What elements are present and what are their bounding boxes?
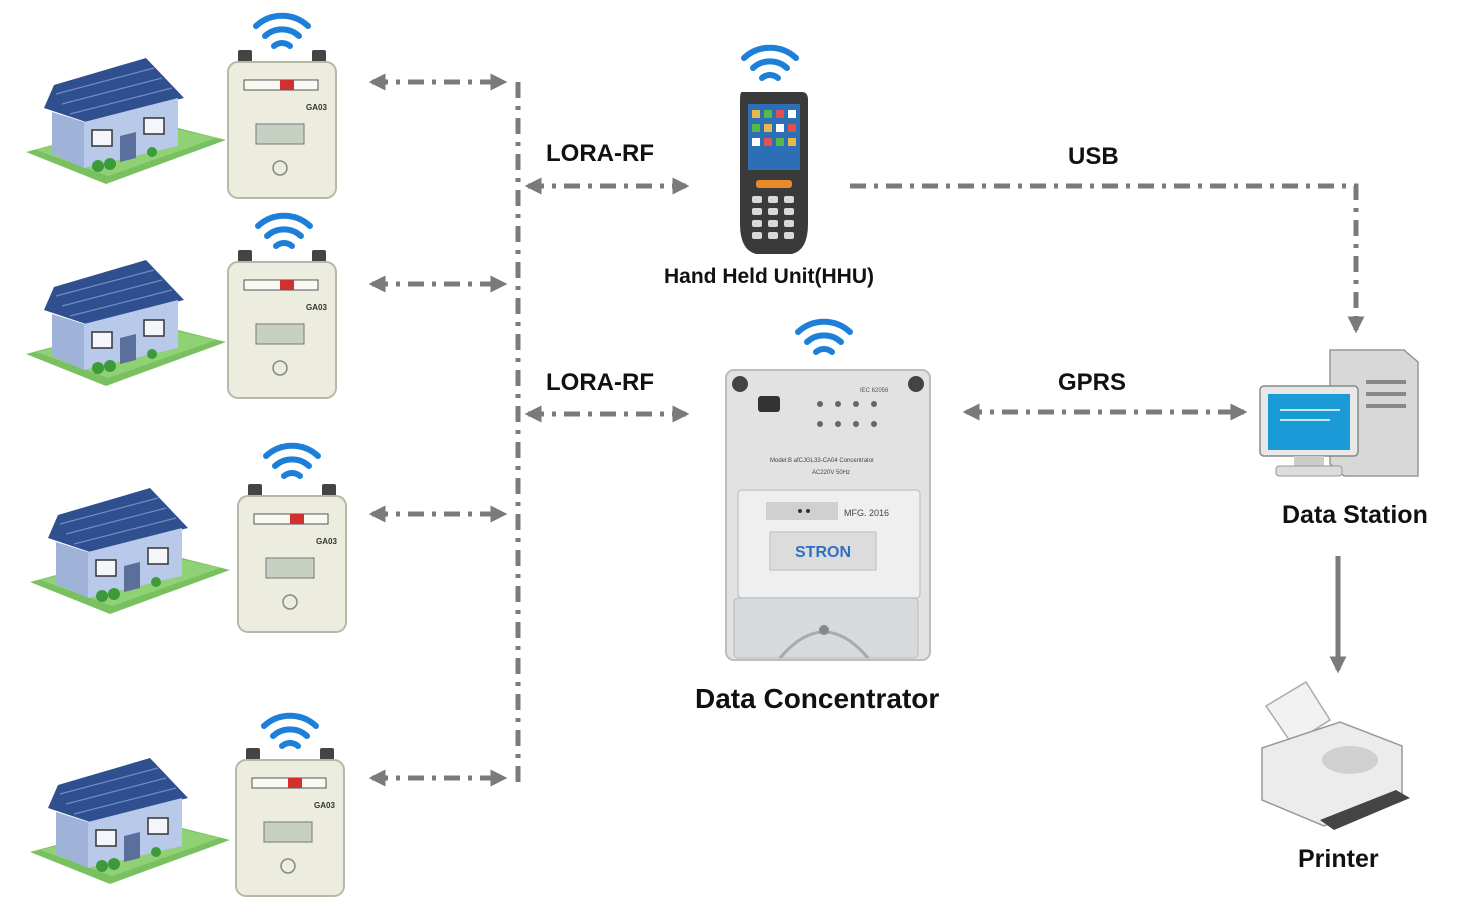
house-icon [25,57,227,185]
gas-meter-icon [227,249,337,399]
gas-meter-icon [227,49,337,199]
data-concentrator-icon: IEC 62056 Model:B afCJGL33-CA04 Concentr… [725,369,931,661]
wifi-icon [256,16,308,46]
wifi-icon [798,322,850,352]
printer-icon [1261,680,1410,830]
concentrator-std-text: IEC 62056 [860,388,889,394]
gprs-label: GPRS [1058,369,1127,396]
house-icon [25,259,227,387]
house-icon [29,487,231,615]
concentrator-model-text: Model:B afCJGL33-CA04 Concentrator [770,458,874,464]
data-concentrator-label: Data Concentrator [695,683,940,714]
usb-link [850,183,1365,334]
printer-label: Printer [1298,845,1379,873]
wifi-icon [744,48,796,78]
hhu-label: Hand Held Unit(HHU) [664,265,874,288]
concentrator-mfg-text: MFG. 2016 [844,508,889,518]
lora-rf-hhu-label: LORA-RF [546,140,654,167]
gas-meter-icon [235,747,345,897]
house-icon [29,757,231,885]
data-station-icon [1259,349,1419,477]
wifi-icon [258,216,310,246]
lora-rf-concentrator-label: LORA-RF [546,369,654,396]
wifi-icon [266,446,318,476]
bus-lines [368,73,1365,787]
data-station-label: Data Station [1282,501,1428,529]
gas-meter-icon [237,483,347,633]
usb-label: USB [1068,143,1119,170]
concentrator-brand-text: STRON [795,544,851,561]
concentrator-rating-text: AC220V 50Hz [812,470,850,476]
wifi-icon [264,716,316,746]
handheld-unit-icon [740,92,808,254]
